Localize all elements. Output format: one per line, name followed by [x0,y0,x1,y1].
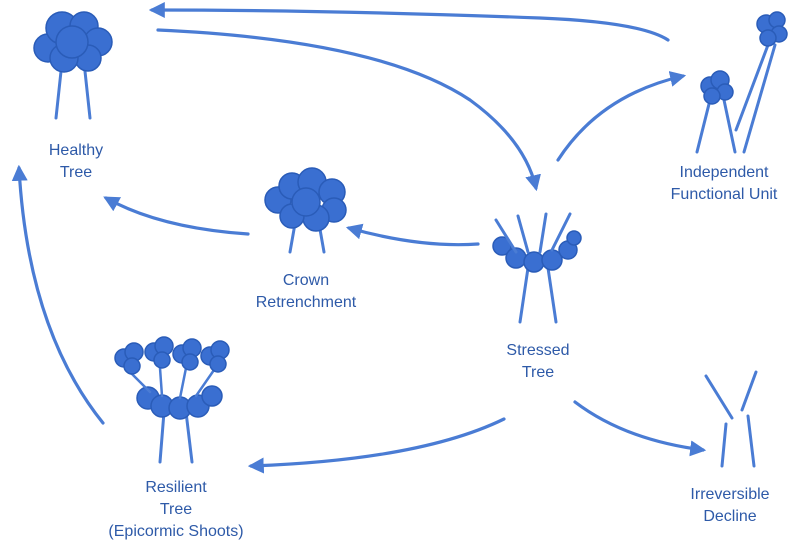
independent-line1: Independent [655,162,793,184]
decline-line1: Irreversible [670,484,790,506]
arrow-stressed-to-crown [349,228,478,245]
independent-unit-icon [697,12,787,152]
arrow-stressed-to-independent [558,76,683,160]
crown-line2: Retrenchment [236,292,376,314]
stressed-line1: Stressed [478,340,598,362]
resilient-line3: (Epicormic Shoots) [86,521,266,543]
healthy-tree-line2: Tree [16,162,136,184]
arrow-resilient-to-healthy [19,168,103,423]
resilient-line1: Resilient [86,477,266,499]
healthy-tree-icon [34,12,112,118]
node-label-irreversible-decline: Irreversible Decline [670,484,790,528]
arrow-healthy-to-stressed [158,30,536,188]
stressed-line2: Tree [478,362,598,384]
healthy-tree-line1: Healthy [16,140,136,162]
decline-line2: Decline [670,506,790,528]
independent-line2: Functional Unit [655,184,793,206]
broken-trunk-icon [706,372,756,466]
stressed-tree-icon [493,214,581,322]
arrow-crown-to-healthy [106,198,248,234]
resilient-line2: Tree [86,499,266,521]
node-label-stressed-tree: Stressed Tree [478,340,598,384]
resilient-tree-icon [115,337,229,462]
arrow-stressed-to-decline [575,402,703,450]
crown-retrenchment-icon [265,168,346,252]
node-label-independent-functional-unit: Independent Functional Unit [655,162,793,206]
arrow-stressed-to-resilient [251,419,504,466]
crown-line1: Crown [236,270,376,292]
node-label-healthy-tree: Healthy Tree [16,140,136,184]
node-label-resilient-tree: Resilient Tree (Epicormic Shoots) [86,477,266,543]
node-label-crown-retrenchment: Crown Retrenchment [236,270,376,314]
